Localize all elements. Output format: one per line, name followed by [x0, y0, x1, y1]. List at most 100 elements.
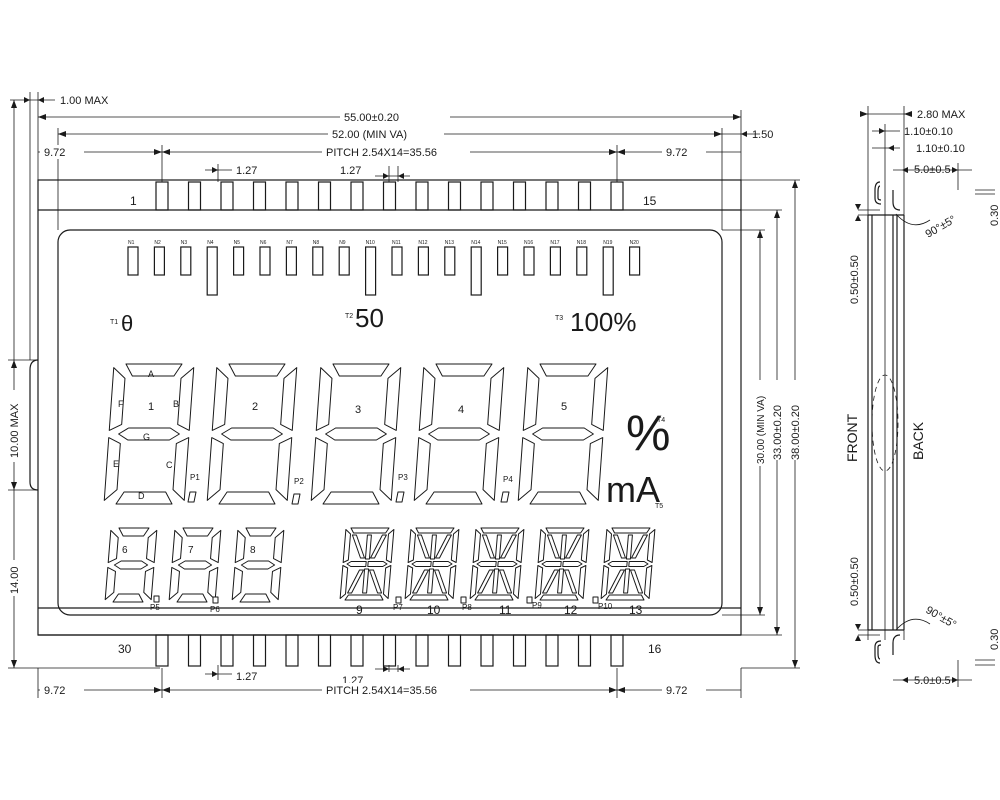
- segment-g-label: G: [143, 432, 150, 442]
- alpha-segment: [344, 594, 384, 601]
- digit-segment: [586, 437, 604, 501]
- alpha-segment: [385, 529, 395, 563]
- top-pin: [415, 181, 429, 211]
- dp-p9-label: P9: [532, 601, 542, 610]
- icon-segment: [549, 246, 562, 276]
- segment-e-label: E: [113, 459, 119, 469]
- dp-p6-label: P6: [210, 605, 220, 614]
- side-thickness: 2.80 MAX: [917, 109, 966, 121]
- dp-p8-label: P8: [462, 603, 472, 612]
- icon-segment: [365, 246, 377, 296]
- icon-label: N20: [630, 240, 639, 246]
- seven-seg-digit: [206, 363, 298, 505]
- digit-segment: [522, 367, 540, 431]
- segment-d-label: D: [138, 491, 145, 501]
- fourteen-seg-digit: [600, 527, 656, 601]
- alpha-segment: [404, 565, 414, 599]
- digit-2-number: 2: [252, 401, 258, 413]
- icon-label: N14: [471, 240, 480, 246]
- seven-seg-digit: [413, 363, 505, 505]
- digit-segment: [177, 367, 195, 431]
- seven-seg-digit: [168, 527, 222, 603]
- icon-segment: [497, 246, 509, 276]
- alpha-segment: [369, 569, 383, 594]
- icon-segment: [206, 246, 218, 296]
- dim-top-right-margin: 9.72: [666, 147, 687, 159]
- digit-segment: [310, 437, 328, 501]
- side-view: 2.80 MAX 1.10±0.10 1.10±0.10 5.0±0.5 0.3…: [844, 106, 1000, 687]
- bottom-pin: [382, 634, 397, 667]
- digit-segment: [182, 527, 214, 537]
- digit-segment: [207, 566, 219, 601]
- dp-p4-label: P4: [503, 475, 513, 484]
- alphanumeric-digit-row: [339, 527, 656, 604]
- alpha-segment: [415, 527, 455, 534]
- t5-label: T5: [655, 503, 663, 510]
- alpha-segment: [364, 534, 372, 560]
- bottom-pin: [545, 634, 559, 667]
- digit-segment: [146, 529, 158, 564]
- alpha-segment: [469, 565, 479, 599]
- digit-segment: [379, 437, 397, 501]
- icon-segment: [417, 246, 429, 276]
- digit-segment: [322, 491, 380, 505]
- side-front-label: FRONT: [844, 413, 860, 462]
- seven-seg-digit: [310, 363, 402, 505]
- icon-segment: [233, 246, 245, 276]
- dim-10-00-max: 10.00 MAX: [9, 403, 21, 458]
- seven-seg-digit: [517, 363, 609, 505]
- alpha-segment: [534, 565, 544, 599]
- digit-segment: [428, 427, 490, 441]
- bottom-pin: [155, 634, 169, 667]
- digit-segment: [273, 529, 285, 564]
- alpha-segment: [492, 568, 500, 594]
- alpha-segment: [557, 568, 565, 594]
- top-pin: [447, 181, 462, 211]
- digit-segment: [239, 593, 271, 603]
- fourteen-seg-digit: [534, 527, 590, 601]
- top-pin: [480, 181, 494, 211]
- digit-segment: [177, 560, 213, 570]
- icon-label: N8: [313, 240, 320, 246]
- alpha-segment: [630, 569, 644, 594]
- digit-3-number: 3: [355, 404, 361, 416]
- top-pin: [610, 181, 624, 211]
- top-pin: [350, 181, 364, 211]
- icon-segment: [576, 246, 588, 276]
- alpha-segment: [494, 534, 502, 560]
- digit-1-number: 1: [148, 401, 154, 413]
- t3-label: T3: [555, 315, 563, 322]
- top-pin: [285, 181, 299, 211]
- alpha-segment: [434, 569, 448, 594]
- decimal-point: [395, 491, 405, 503]
- icon-segment: [180, 246, 192, 276]
- dp-p1-label: P1: [190, 473, 200, 482]
- alpha-segment: [565, 534, 582, 559]
- alpha-segment: [497, 561, 518, 567]
- alpha-segment: [580, 529, 590, 563]
- seven-seg-digit: [103, 363, 195, 505]
- t1-theta-symbol: θ: [121, 311, 133, 336]
- alpha-segment: [450, 529, 460, 563]
- digit-segment: [325, 427, 387, 441]
- icon-label: N1: [128, 240, 135, 246]
- alpha-segment: [539, 594, 579, 601]
- alpha-segment: [623, 568, 631, 594]
- bottom-pin: [220, 634, 234, 667]
- top-pin: [252, 181, 267, 211]
- t2-text: 50: [355, 303, 384, 333]
- alpha-segment: [578, 565, 587, 599]
- alpha-segment: [412, 569, 429, 594]
- icon-segment: [470, 246, 482, 296]
- digit-segment: [487, 367, 505, 431]
- side-glass-bottom: 1.10±0.10: [916, 143, 965, 155]
- alpha-segment: [515, 529, 525, 563]
- top-pin: [512, 181, 527, 211]
- bottom-pin: [577, 634, 592, 667]
- icon-segment: [153, 246, 165, 276]
- digit-segment: [245, 527, 277, 537]
- icon-label: N18: [577, 240, 586, 246]
- digit-4-number: 4: [458, 404, 464, 416]
- alpha-segment: [564, 569, 578, 594]
- icon-segment: [127, 246, 139, 276]
